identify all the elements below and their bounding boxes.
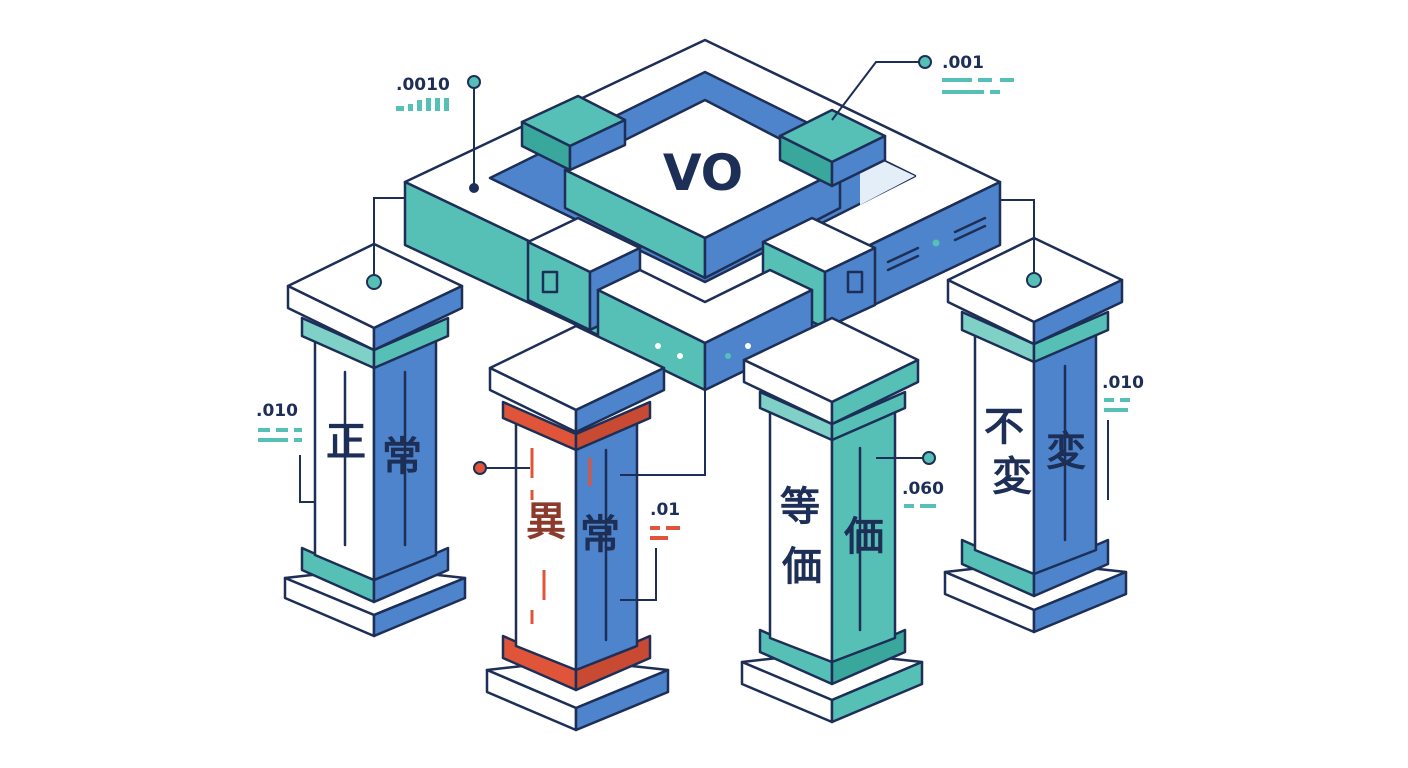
code-pillar-normal: .010 (256, 401, 298, 421)
code-top-right: .001 (942, 53, 984, 73)
pillar-equivalent-char-1: 等 (780, 484, 820, 530)
pillar-immutable-char-3: 変 (1046, 429, 1086, 475)
pillar-equivalent-char-3: 価 (843, 514, 884, 560)
pillar-normal-char-2: 常 (382, 434, 422, 480)
pillar-equivalent: 等 価 価 (740, 316, 924, 724)
pillar-immutable-char-1: 不 (984, 404, 1024, 450)
code-top-left: .0010 (396, 75, 450, 95)
code-pillar-equivalent: .060 (902, 479, 944, 499)
pillar-abnormal-char-2: 常 (580, 512, 620, 558)
pillar-abnormal: 異 常 (485, 324, 670, 732)
vo-label: VO (663, 144, 743, 202)
pillar-abnormal-char-1: 異 (526, 499, 566, 545)
pillar-normal-char-1: 正 (326, 419, 366, 465)
pillar-immutable: 不 変 変 (943, 236, 1128, 634)
pillar-immutable-char-2: 変 (992, 454, 1032, 500)
code-pillar-immutable: .010 (1102, 373, 1144, 393)
connectors (299, 55, 1109, 601)
code-pillar-abnormal: .01 (650, 500, 680, 520)
pillar-equivalent-char-2: 価 (781, 544, 822, 590)
code-labels: .0010 .001 .010 .010 .01 .060 (256, 53, 1144, 540)
pillar-normal: 正 常 (283, 242, 467, 638)
top-platform: VO (403, 38, 1002, 392)
